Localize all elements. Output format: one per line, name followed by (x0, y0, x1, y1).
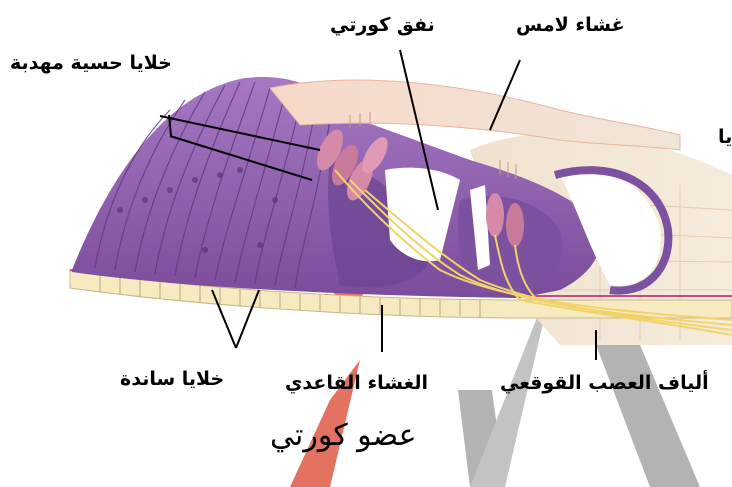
label-tectorial-membrane: غشاء لامس (516, 14, 625, 36)
figure-caption: عضو كورتي (270, 418, 417, 453)
label-cochlear-nerve-fibers: ألياف العصب القوقعي (500, 372, 709, 394)
label-basilar-membrane: الغشاء القاعدي (285, 372, 428, 394)
label-supporting-cells: خلايا ساندة (120, 368, 224, 390)
label-tunnel-of-corti: نفق كورتي (330, 14, 435, 36)
label-hair-cells: خلايا حسية مهدبة (10, 52, 172, 74)
label-edge-fragment: يا (718, 126, 732, 148)
